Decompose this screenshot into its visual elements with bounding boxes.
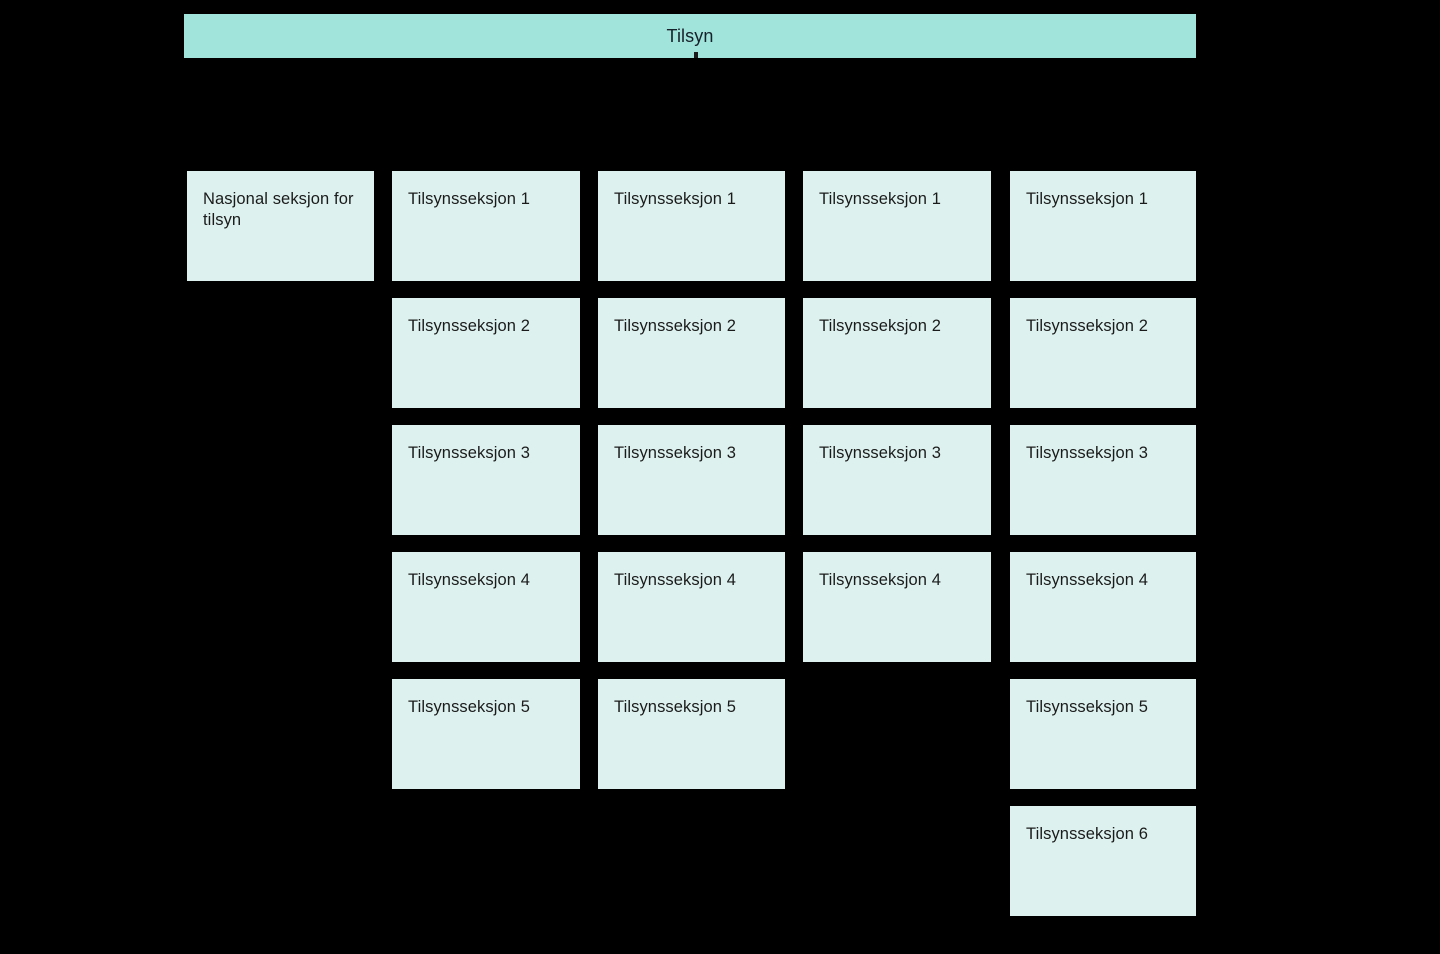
org-node-label: Tilsynsseksjon 3 (819, 444, 942, 462)
org-node-label: Tilsynsseksjon 4 (614, 571, 737, 589)
org-node[interactable]: Tilsynsseksjon 4 (598, 552, 785, 662)
org-node-label: Tilsynsseksjon 2 (614, 317, 737, 335)
org-node[interactable]: Tilsynsseksjon 5 (392, 679, 580, 789)
org-node[interactable]: Tilsynsseksjon 3 (598, 425, 785, 535)
org-node-label: Tilsynsseksjon 4 (819, 571, 942, 589)
org-node[interactable]: Tilsynsseksjon 5 (598, 679, 785, 789)
org-node-label: Tilsynsseksjon 2 (408, 317, 531, 335)
org-node[interactable]: Tilsynsseksjon 5 (1010, 679, 1196, 789)
org-node-label: Tilsynsseksjon 1 (819, 190, 942, 208)
org-column-3: Tilsynsseksjon 1 Tilsynsseksjon 2 Tilsyn… (598, 171, 785, 806)
org-node-label: Tilsynsseksjon 1 (408, 190, 531, 208)
org-node-label: Tilsynsseksjon 2 (1026, 317, 1149, 335)
org-node-label: Tilsynsseksjon 1 (614, 190, 737, 208)
org-columns-container: Nasjonal seksjon for tilsyn Tilsynsseksj… (187, 171, 1197, 917)
org-node-label: Tilsynsseksjon 2 (819, 317, 942, 335)
org-node[interactable]: Tilsynsseksjon 3 (392, 425, 580, 535)
org-node-label: Tilsynsseksjon 4 (1026, 571, 1149, 589)
org-node[interactable]: Tilsynsseksjon 1 (803, 171, 991, 281)
org-node-label: Tilsynsseksjon 5 (614, 698, 737, 716)
org-node[interactable]: Tilsynsseksjon 4 (803, 552, 991, 662)
org-column-5: Tilsynsseksjon 1 Tilsynsseksjon 2 Tilsyn… (1010, 171, 1196, 933)
org-node-label: Tilsynsseksjon 3 (1026, 444, 1149, 462)
org-node[interactable]: Tilsynsseksjon 2 (1010, 298, 1196, 408)
org-node[interactable]: Tilsynsseksjon 2 (392, 298, 580, 408)
org-node[interactable]: Tilsynsseksjon 4 (1010, 552, 1196, 662)
org-node-label: Tilsynsseksjon 3 (408, 444, 531, 462)
org-column-2: Tilsynsseksjon 1 Tilsynsseksjon 2 Tilsyn… (392, 171, 580, 806)
root-node-tilsyn[interactable]: Tilsyn (184, 14, 1196, 58)
root-node-label: Tilsyn (666, 26, 714, 46)
org-node-label: Tilsynsseksjon 6 (1026, 825, 1149, 843)
org-node[interactable]: Tilsynsseksjon 3 (803, 425, 991, 535)
org-node[interactable]: Tilsynsseksjon 1 (1010, 171, 1196, 281)
org-column-1: Nasjonal seksjon for tilsyn (187, 171, 374, 298)
org-node[interactable]: Tilsynsseksjon 3 (1010, 425, 1196, 535)
org-node-label: Tilsynsseksjon 5 (408, 698, 531, 716)
org-node[interactable]: Nasjonal seksjon for tilsyn (187, 171, 374, 281)
org-node[interactable]: Tilsynsseksjon 6 (1010, 806, 1196, 916)
org-node-label: Tilsynsseksjon 4 (408, 571, 531, 589)
org-node[interactable]: Tilsynsseksjon 4 (392, 552, 580, 662)
org-node[interactable]: Tilsynsseksjon 1 (392, 171, 580, 281)
org-column-4: Tilsynsseksjon 1 Tilsynsseksjon 2 Tilsyn… (803, 171, 991, 679)
org-node-label: Tilsynsseksjon 5 (1026, 698, 1149, 716)
org-node[interactable]: Tilsynsseksjon 2 (803, 298, 991, 408)
org-node[interactable]: Tilsynsseksjon 1 (598, 171, 785, 281)
root-connector-stub (694, 52, 698, 58)
org-node[interactable]: Tilsynsseksjon 2 (598, 298, 785, 408)
org-node-label: Nasjonal seksjon for tilsyn (203, 190, 354, 229)
org-node-label: Tilsynsseksjon 1 (1026, 190, 1149, 208)
org-node-label: Tilsynsseksjon 3 (614, 444, 737, 462)
